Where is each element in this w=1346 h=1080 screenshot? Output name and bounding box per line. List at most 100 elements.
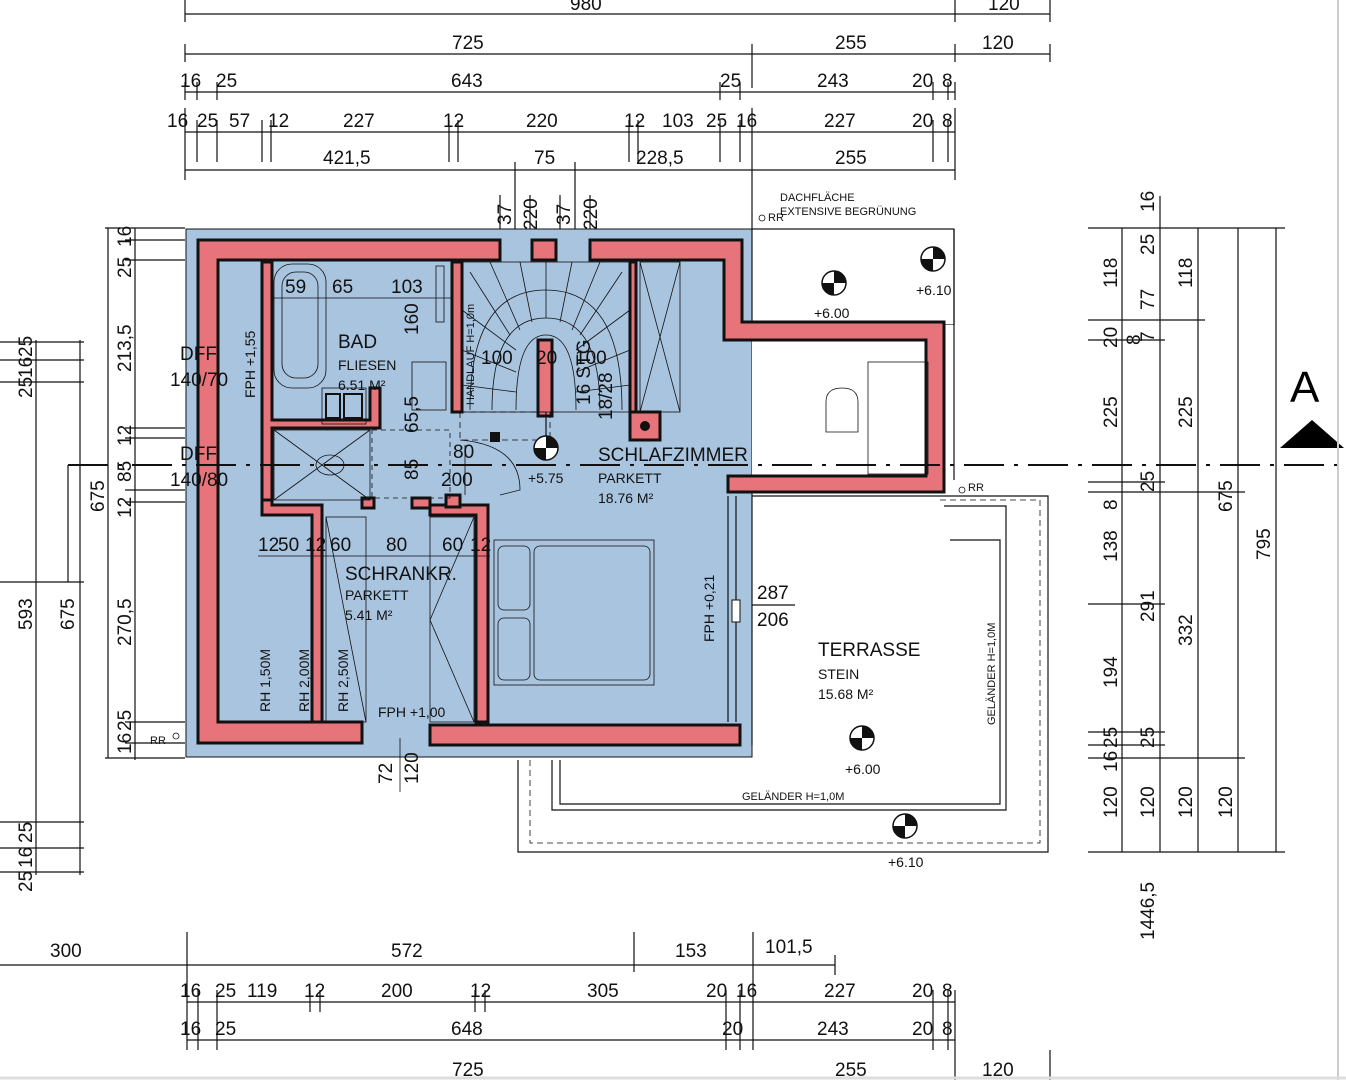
dim-left-c3-25d: 25	[16, 871, 37, 892]
note-gelaender-h: GELÄNDER H=1,0M	[742, 791, 844, 803]
note-dff2a: DFF	[180, 444, 217, 465]
dim-right-c1-16: 16	[1101, 751, 1122, 772]
interior-furniture	[325, 261, 929, 723]
dim-bottom-255: 255	[835, 1060, 867, 1080]
note-dff2b: 140/80	[170, 470, 228, 491]
dim-right-118a: 118	[1101, 258, 1122, 288]
dim-left-675b: 675	[58, 598, 79, 630]
dim-right-c1-8a: 8	[1124, 334, 1145, 345]
section-marker-label: A	[1290, 363, 1320, 412]
dim-top-r2-16: 16	[180, 71, 201, 92]
dim-bottom-243: 243	[817, 1019, 849, 1040]
note-b65: 65	[332, 277, 353, 298]
note-b160: 160	[402, 303, 423, 335]
dim-left-85: 85	[115, 461, 136, 482]
dim-bottom-r3-20b: 20	[912, 1019, 933, 1040]
dim-bottom-200: 200	[381, 981, 413, 1002]
dim-top-r3-25b: 25	[706, 111, 727, 132]
dim-top-103: 103	[662, 111, 694, 132]
room-schrankr-name: SCHRANKR.	[345, 564, 457, 585]
staircase	[459, 261, 631, 450]
note-b655: 65,5	[402, 396, 423, 433]
note-b59: 59	[285, 277, 306, 298]
dim-bottom-725: 725	[452, 1060, 484, 1080]
dim-right-120a: 120	[1101, 786, 1122, 818]
dim-bottom-r3-16: 16	[180, 1019, 201, 1040]
exterior-wall-top-right	[588, 238, 946, 494]
dim-right-194: 194	[1101, 656, 1122, 688]
dim-right-c2-25: 25	[1138, 234, 1159, 255]
dim-right-c2-7: 7	[1138, 331, 1159, 342]
stair-wall-right	[628, 260, 638, 414]
dim-top-255: 255	[835, 33, 867, 54]
note-e72: 72	[376, 763, 397, 784]
dim-top-r3-8: 8	[942, 111, 953, 132]
note-fph100: FPH +1,00	[378, 704, 446, 720]
note-rr1: RR	[768, 212, 784, 224]
dim-right-c1-25: 25	[1101, 727, 1122, 748]
room-schrankr-floor: PARKETT	[345, 587, 409, 603]
dim-top-r3-16b: 16	[736, 111, 757, 132]
dim-bottom-r2-16: 16	[180, 981, 201, 1002]
note-s80: 80	[386, 535, 407, 556]
dim-left-270-5: 270,5	[115, 598, 136, 646]
level-markers: +6.00 +6.10 +5.75 +6.00 +6.10	[528, 246, 952, 870]
dim-top-120-a: 120	[988, 0, 1020, 15]
dim-left-c1-16b: 16	[115, 733, 136, 754]
dim-bottom-101-5: 101,5	[765, 937, 813, 958]
dim-top-228-5: 228,5	[636, 148, 684, 169]
room-terrasse-area: 15.68 M²	[818, 686, 874, 702]
note-fph021: FPH +0,21	[701, 574, 717, 642]
room-schrankr-area: 5.41 M²	[345, 607, 393, 623]
right-dimensions: 118 20 8 225 8 138 194 25 16 120 16 25 7…	[1088, 191, 1285, 940]
level-marker-icon	[821, 270, 847, 296]
dim-bottom-648: 648	[451, 1019, 483, 1040]
dim-right-c3-25: 25	[1138, 727, 1159, 748]
room-schlafzimmer-floor: PARKETT	[598, 470, 662, 486]
dim-top-r3-25: 25	[197, 111, 218, 132]
wall-stub	[530, 238, 558, 262]
dim-top-227b: 227	[824, 111, 856, 132]
note-stg: 16 STG	[574, 340, 595, 405]
dim-top-220: 220	[526, 111, 558, 132]
level-l2: +6.10	[916, 282, 952, 298]
note-stair20: 20	[536, 348, 557, 369]
dim-left-c1-25b: 25	[115, 710, 136, 731]
room-terrasse-floor: STEIN	[818, 666, 859, 682]
dim-top-r2-25: 25	[216, 71, 237, 92]
room-bad-name: BAD	[338, 332, 377, 353]
note-s12a: 12	[258, 535, 279, 556]
dim-bottom-r2-20: 20	[706, 981, 727, 1002]
dim-left-c3-16b: 16	[16, 847, 37, 868]
dim-bottom-305: 305	[587, 981, 619, 1002]
dim-right-225b: 225	[1176, 396, 1197, 428]
level-marker-icon	[892, 813, 918, 839]
dim-top-57: 57	[229, 111, 250, 132]
dim-bottom-227: 227	[824, 981, 856, 1002]
dim-top-243: 243	[817, 71, 849, 92]
note-b103: 103	[391, 277, 423, 298]
level-l3: +5.75	[528, 470, 564, 486]
note-rh250: RH 2,50M	[335, 649, 351, 712]
room-terrasse-name: TERRASSE	[818, 640, 920, 661]
note-rr3: RR	[150, 735, 166, 747]
note-dff1b: 140/70	[170, 370, 228, 391]
dim-top-255b: 255	[835, 148, 867, 169]
dim-right-225a: 225	[1101, 396, 1122, 428]
level-marker-icon	[920, 246, 946, 272]
dim-top-220a: 220	[521, 198, 542, 230]
note-fph155: FPH +1,55	[242, 330, 258, 398]
left-dimensions: 16 25 213,5 12 85 12 270,5 25 16 675 25 …	[0, 226, 185, 892]
dim-top-r3-16: 16	[167, 111, 188, 132]
dim-left-c1-16: 16	[115, 226, 136, 247]
dim-top-980: 980	[570, 0, 602, 15]
dim-bottom-r2-12a: 12	[304, 981, 325, 1002]
insulation-outline	[185, 228, 753, 758]
note-dff1a: DFF	[180, 344, 217, 365]
dim-right-c1-20: 20	[1101, 327, 1122, 348]
dim-left-c3-25c: 25	[16, 822, 37, 843]
room-bad-floor: FLIESEN	[338, 357, 396, 373]
note-e120: 120	[402, 752, 423, 784]
dim-bottom-r3-20: 20	[722, 1019, 743, 1040]
